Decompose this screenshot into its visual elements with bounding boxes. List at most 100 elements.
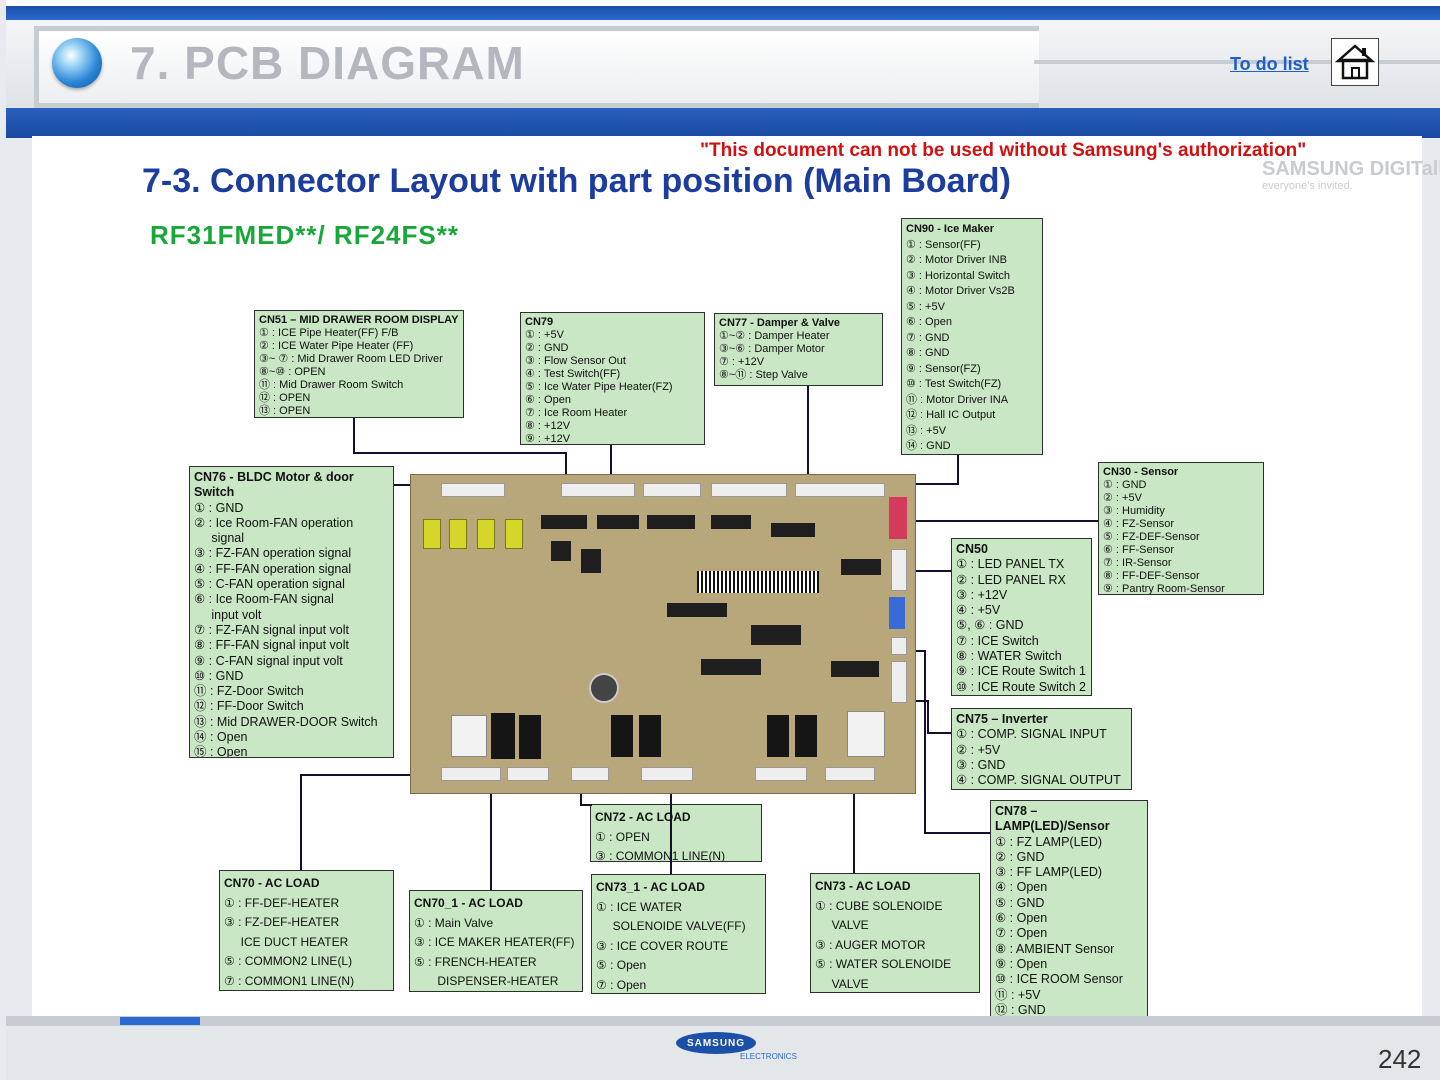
board-connector-red <box>889 497 907 539</box>
pin-description: ② : LED PANEL RX <box>956 572 1066 587</box>
pin-description: ⑨ : Open <box>995 956 1048 971</box>
connector-title: CN75 – Inverter <box>956 712 1048 726</box>
wire-cn75 <box>927 700 929 733</box>
pin-description: ⑤, ⑥ : GND <box>956 618 1024 633</box>
pin-description: ③ : FF LAMP(LED) <box>995 865 1103 880</box>
connector-title: CN50 <box>956 542 988 556</box>
pin-description: ④ : Motor Driver Vs2B <box>906 285 1015 297</box>
board-chip <box>751 625 801 645</box>
header-frame <box>34 26 1039 108</box>
board-chip <box>771 523 815 537</box>
pin-description: ⑩ : ICE Route Switch 2 <box>956 679 1087 694</box>
board-relay <box>639 715 661 757</box>
board-connector <box>891 637 907 655</box>
globe-orb-icon <box>52 38 102 88</box>
pin-description: ⑬ : OPEN <box>259 405 311 417</box>
board-chip <box>541 515 587 529</box>
bottom-bar <box>6 1016 1440 1026</box>
wire-cn73-1 <box>670 780 672 874</box>
pin-description: ① : OPEN <box>595 829 650 844</box>
pin-description: ⑧~⑪ : Step Valve <box>719 369 808 381</box>
pin-description: ⑤ : WATER SOLENOIDE <box>815 957 952 972</box>
pcb-board <box>410 474 916 794</box>
pin-description: ⑧ : WATER Switch <box>956 649 1062 664</box>
board-connector <box>507 767 549 781</box>
pin-description: ② : +5V <box>1103 492 1142 504</box>
connector-title: CN78 – LAMP(LED)/Sensor <box>995 804 1110 834</box>
pin-description: VALVE <box>815 976 869 991</box>
pin-description: ⑨ : +12V <box>525 433 571 445</box>
pin-description: ①~② : Damper Heater <box>719 330 830 342</box>
pin-description: ⑧ : GND <box>906 347 950 359</box>
pin-description: ⑩ : Test Switch(FZ) <box>906 378 1002 390</box>
connector-title: CN73 - AC LOAD <box>815 879 911 893</box>
pin-description: ⑨ : Sensor(FZ) <box>906 362 981 375</box>
pin-description: ⑨ : ICE Route Switch 1 <box>956 664 1087 679</box>
pin-description: ⑩ : ICE ROOM Sensor <box>995 972 1123 987</box>
pin-description: ② : GND <box>995 849 1045 864</box>
pin-description: ⑤ : Open <box>596 958 647 973</box>
pin-description: ② : ICE Water Pipe Heater (FF) <box>259 340 414 352</box>
wire-cn78 <box>924 650 926 834</box>
pin-description: VALVE <box>815 918 869 933</box>
pin-description: ⑤ : COMMON2 LINE(L) <box>224 954 353 969</box>
pin-description: ① : GND <box>1103 479 1147 491</box>
todo-list-link[interactable]: To do list <box>1230 54 1309 74</box>
pin-description: ⑫ : FF-Door Switch <box>194 699 304 714</box>
pin-description: ③ : AUGER MOTOR <box>815 937 926 952</box>
board-electrolytic-cap <box>589 673 619 703</box>
board-chip <box>831 661 879 677</box>
board-capacitor <box>423 519 441 549</box>
board-connector <box>825 767 875 781</box>
pin-description: ⑭ : GND <box>906 440 951 452</box>
pin-description: ① : ICE Pipe Heater(FF) F/B <box>259 327 399 339</box>
pin-description: ⑥ : FF-Sensor <box>1103 544 1174 556</box>
connector-title: CN70_1 - AC LOAD <box>414 896 523 910</box>
pin-description: ② : Motor Driver INB <box>906 254 1007 266</box>
pin-description: ⑫ : GND <box>995 1002 1046 1017</box>
wire-cn90 <box>957 455 959 485</box>
home-icon <box>1334 44 1376 80</box>
board-connector <box>891 661 907 703</box>
blue-band <box>6 108 1440 138</box>
pin-description: ⑦ : +12V <box>719 356 765 368</box>
pin-description: ⑤ : Ice Water Pipe Heater(FZ) <box>525 381 673 393</box>
samsung-logo-sub: ELECTRONICS <box>740 1052 797 1061</box>
connector-title: CN76 - BLDC Motor & door Switch <box>194 470 354 500</box>
brand-watermark-sub: everyone's invited. <box>1262 180 1353 192</box>
board-connector <box>561 483 635 497</box>
pin-description: ⑩ : GND <box>194 668 244 683</box>
wire-cn50 <box>906 570 951 572</box>
pin-description: input volt <box>194 607 262 622</box>
pin-description: ④ : FZ-Sensor <box>1103 518 1174 530</box>
wire-cn77 <box>807 386 809 482</box>
board-relay <box>795 715 817 757</box>
pin-description: ① : COMP. SIGNAL INPUT <box>956 727 1107 742</box>
pin-description: ⑦ : FZ-FAN signal input volt <box>194 622 350 637</box>
pin-description: ⑪ : Motor Driver INA <box>906 393 1009 406</box>
pin-description: ① : Main Valve <box>414 915 494 930</box>
home-button[interactable] <box>1331 38 1379 86</box>
wire-cn51 <box>353 452 567 454</box>
pin-description: ⑤ : +5V <box>906 300 945 313</box>
pin-description: ⑥ : Ice Room-FAN signal <box>194 592 334 607</box>
board-relay <box>611 715 633 757</box>
pin-description: ③ : Flow Sensor Out <box>525 355 626 367</box>
board-barcode <box>697 571 819 593</box>
board-relay <box>767 715 789 757</box>
connector-title: CN77 - Damper & Valve <box>719 317 841 329</box>
pin-description: ③ : COMMON1 LINE(N) <box>595 849 726 862</box>
pin-description: ④ : +5V <box>956 603 1001 618</box>
pin-description: ⑦ : GND <box>906 331 950 344</box>
board-connector <box>755 767 807 781</box>
bottom-blue-accent <box>120 1017 200 1025</box>
pin-description: ③ : ICE COVER ROUTE <box>596 938 729 953</box>
connector-title: CN72 - AC LOAD <box>595 810 691 824</box>
pin-description: ④ : Test Switch(FF) <box>525 368 621 380</box>
